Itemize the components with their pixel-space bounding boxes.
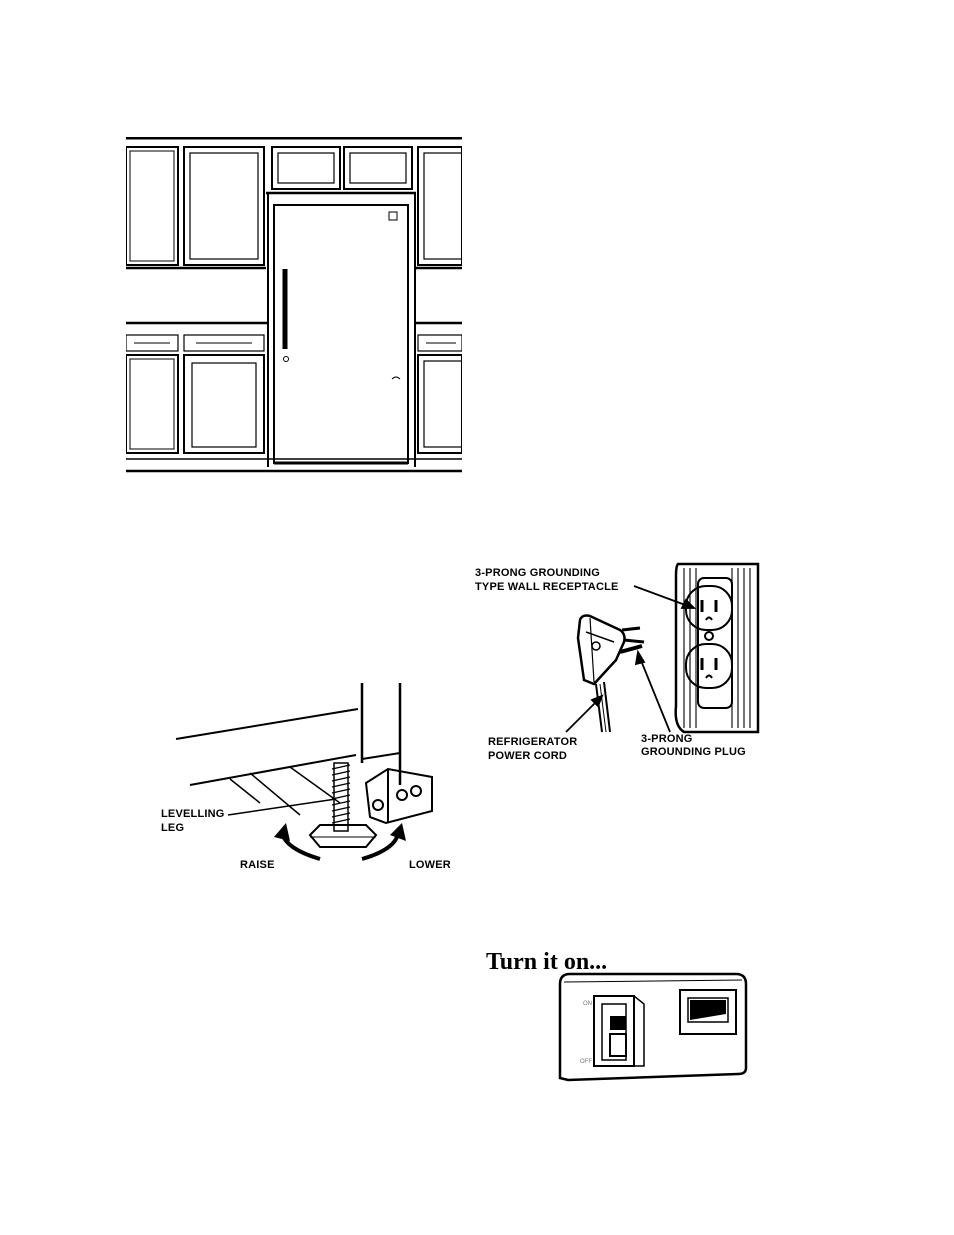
off-position-label: OFF (580, 1059, 592, 1065)
levelling-leg-illustration (170, 683, 460, 863)
levelling-leg-label-line2: LEG (161, 822, 184, 835)
levelling-leg-label-line1: LEVELLING (161, 808, 225, 821)
raise-label: RAISE (240, 859, 275, 872)
receptacle-label-line2: TYPE WALL RECEPTACLE (475, 581, 619, 594)
power-cord-label-line1: REFRIGERATOR (488, 736, 577, 749)
lower-label: LOWER (409, 859, 451, 872)
on-position-label: ON (583, 1001, 592, 1007)
power-cord-label-line2: POWER CORD (488, 750, 567, 763)
grounding-plug-label-line2: GROUNDING PLUG (641, 746, 746, 759)
grounding-plug-label-line1: 3-PRONG (641, 733, 693, 746)
control-panel-illustration (556, 970, 750, 1082)
electrical-leader-lines (480, 570, 710, 750)
kitchen-illustration (126, 137, 462, 474)
receptacle-label-line1: 3-PRONG GROUNDING (475, 567, 600, 580)
